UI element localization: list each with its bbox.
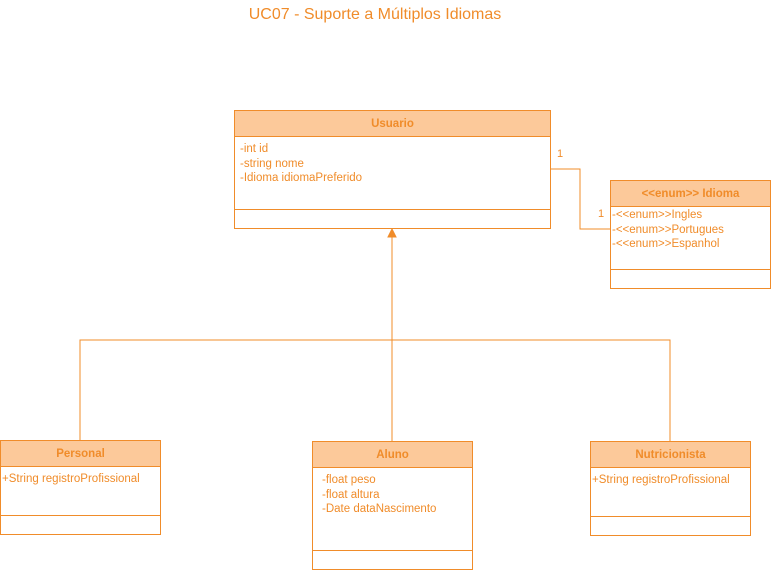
enum-literal: -<<enum>>Espanhol [612,238,720,250]
multiplicity-usuario: 1 [557,148,564,160]
class-usuario-name: Usuario [235,111,550,137]
class-nutricionista-attributes: +String registroProfissional [591,468,750,517]
class-usuario-attributes: -int id -string nome -Idioma idiomaPrefe… [235,137,550,210]
class-aluno-attributes: -float peso -float altura -Date dataNasc… [313,468,472,551]
attribute: +String registroProfissional [592,474,730,486]
generalization-arrowhead [387,227,397,238]
class-usuario-operations [235,210,550,228]
class-nutricionista[interactable]: Nutricionista +String registroProfission… [590,441,751,536]
class-nutricionista-operations [591,517,750,535]
class-idioma-attributes: -<<enum>>Ingles -<<enum>>Portugues -<<en… [611,207,770,270]
class-aluno[interactable]: Aluno -float peso -float altura -Date da… [312,441,473,570]
attribute: -float peso [322,474,376,486]
class-personal-attributes: +String registroProfissional [1,467,160,516]
class-personal[interactable]: Personal +String registroProfissional [0,440,161,535]
attribute: +String registroProfissional [2,473,140,485]
enum-literal: -<<enum>>Ingles [612,209,703,221]
attribute: -int id [240,143,269,155]
class-personal-operations [1,516,160,534]
class-idioma-operations [611,270,770,288]
generalization-line-personal [79,339,392,440]
diagram-title: UC07 - Suporte a Múltiplos Idiomas [248,6,502,23]
class-idioma-enum[interactable]: <<enum>> Idioma -<<enum>>Ingles -<<enum>… [610,180,771,289]
attribute: -Date dataNascimento [322,503,437,515]
class-aluno-operations [313,551,472,569]
class-idioma-name: <<enum>> Idioma [611,181,770,207]
class-personal-name: Personal [1,441,160,467]
enum-literal: -<<enum>>Portugues [612,223,724,236]
attribute: -float altura [322,488,380,501]
multiplicity-idioma: 1 [598,208,605,220]
class-usuario[interactable]: Usuario -int id -string nome -Idioma idi… [234,110,551,229]
class-nutricionista-name: Nutricionista [591,442,750,468]
attribute: -Idioma idiomaPreferido [240,172,363,184]
class-aluno-name: Aluno [313,442,472,468]
attribute: -string nome [240,157,304,170]
generalization-line-nutricionista [392,339,671,441]
association-line [550,168,611,230]
